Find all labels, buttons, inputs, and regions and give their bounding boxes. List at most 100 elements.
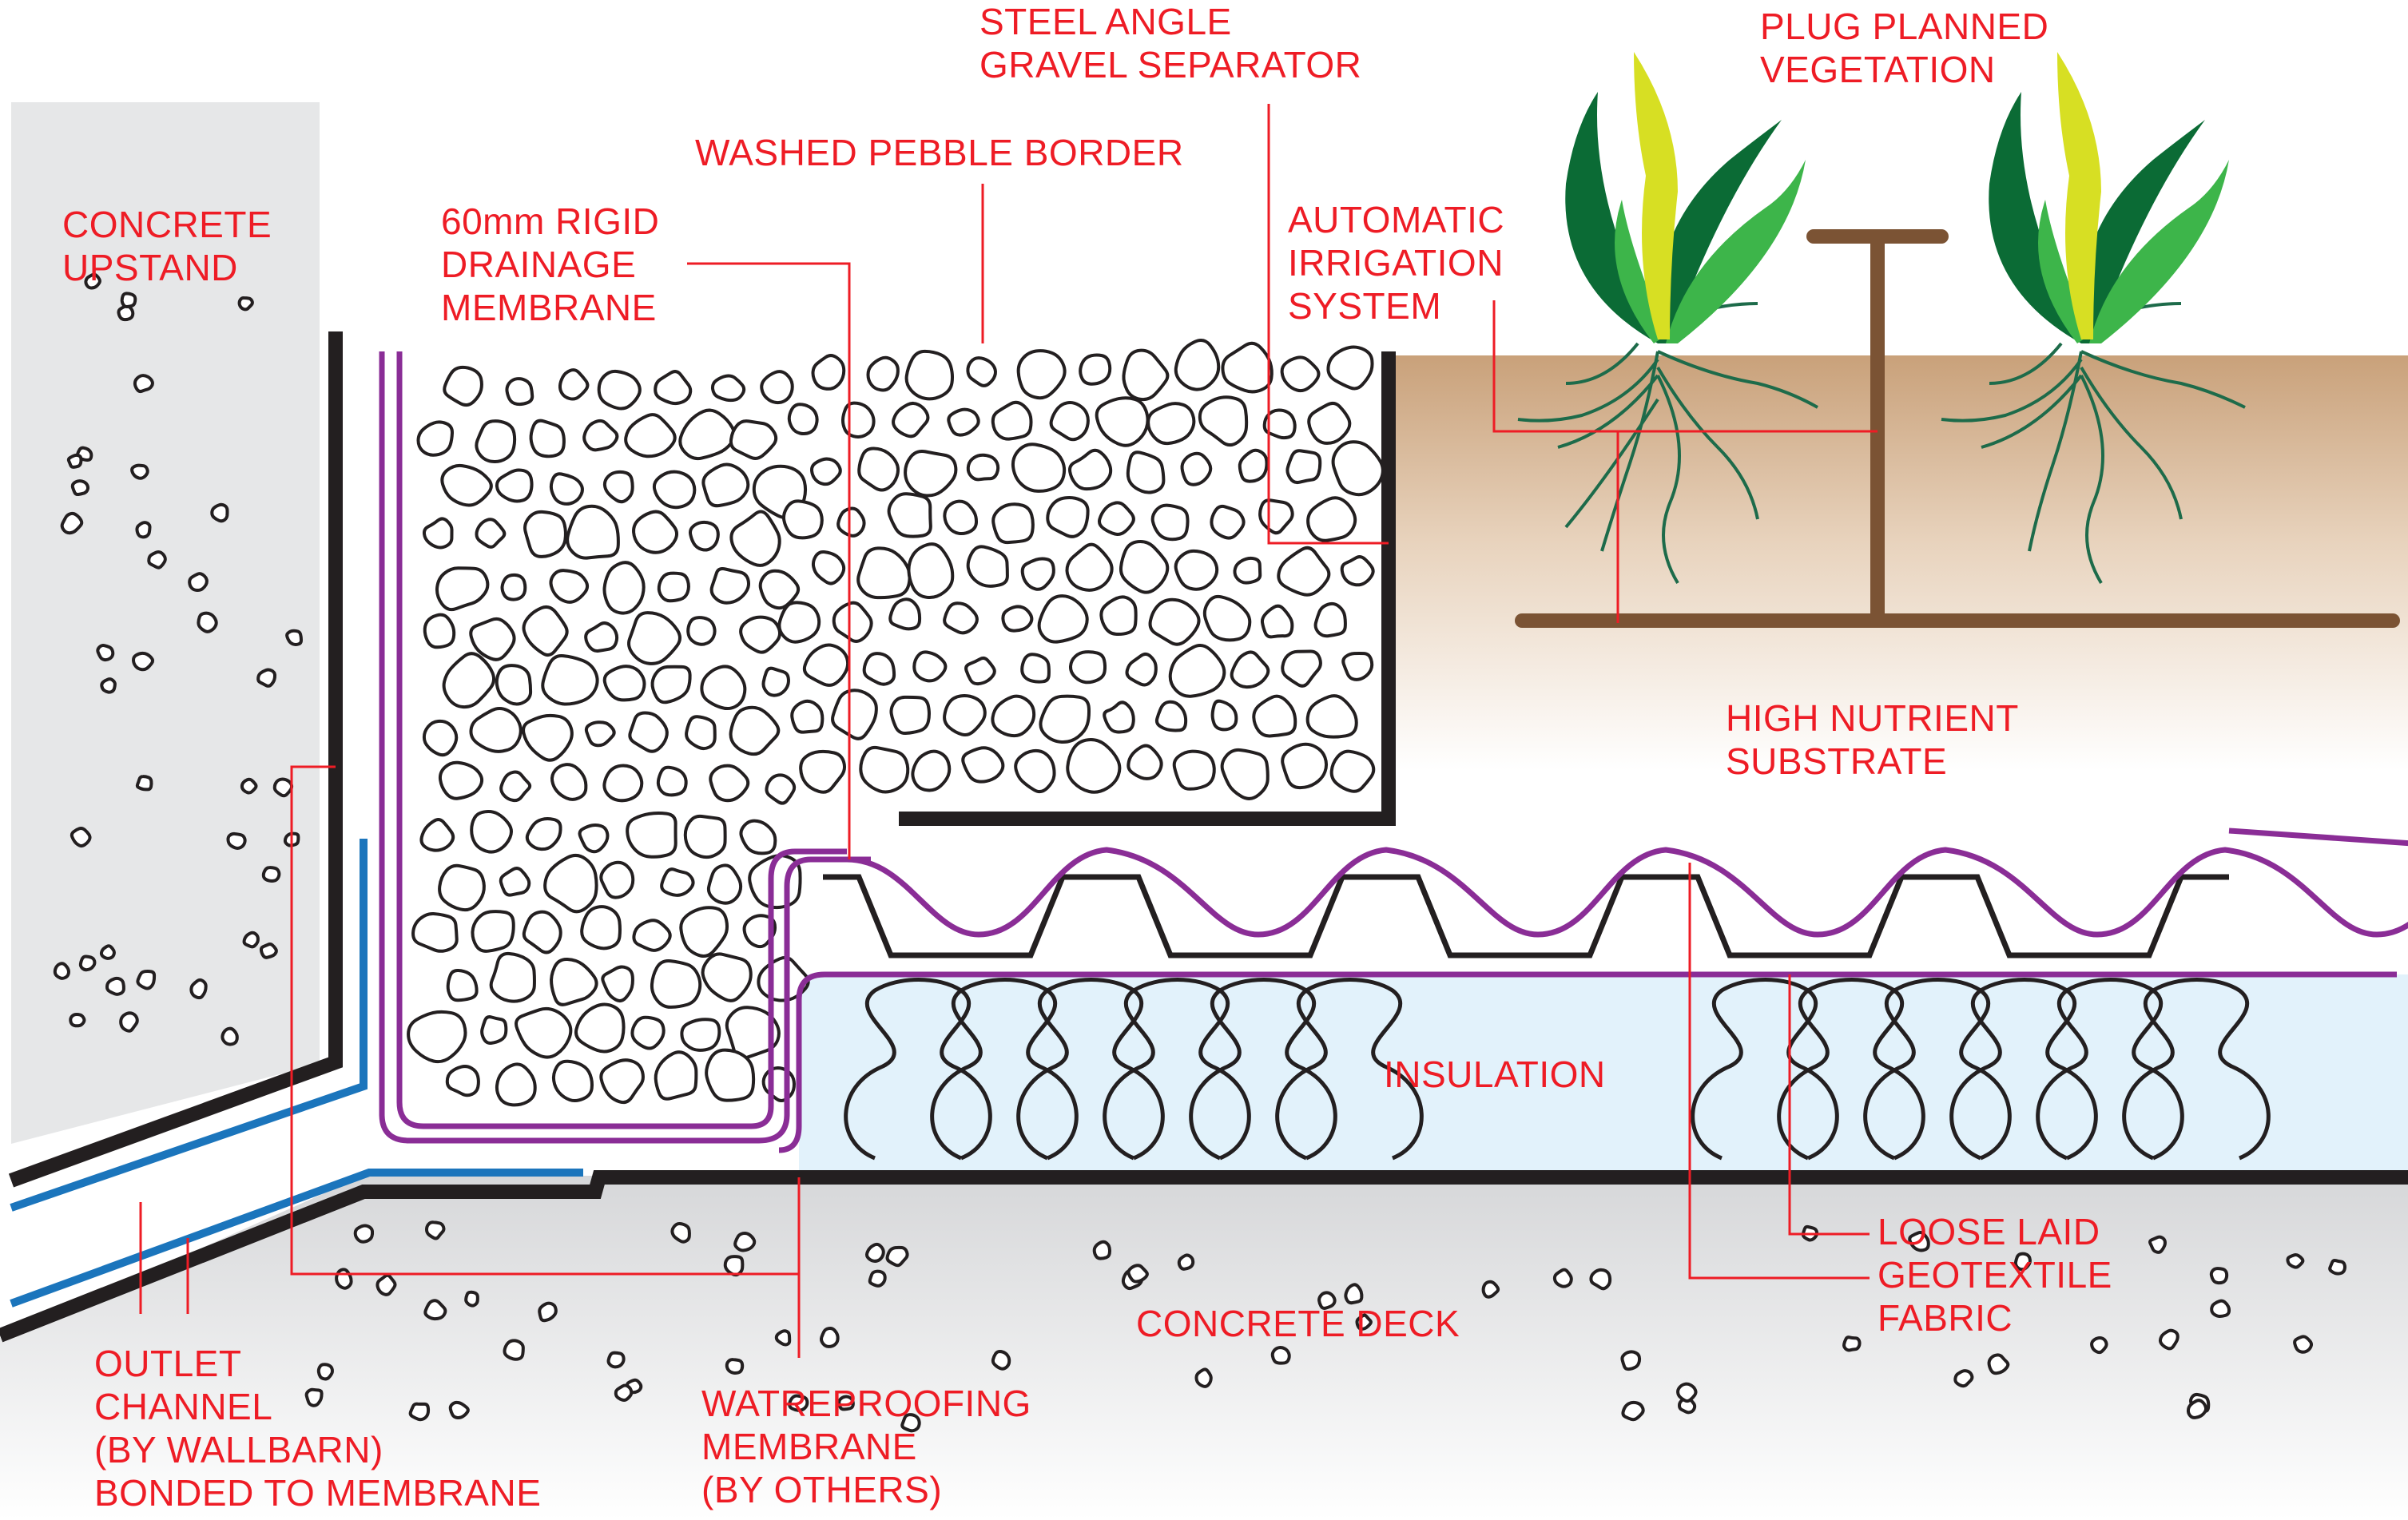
aggregate-speck <box>868 1269 887 1288</box>
aggregate-speck <box>2209 1267 2229 1285</box>
aggregate-speck <box>723 1255 745 1277</box>
aggregate-speck <box>135 521 152 539</box>
pebble <box>505 377 534 407</box>
pebble <box>419 818 455 852</box>
aggregate-speck <box>1177 1253 1195 1271</box>
pebble <box>1127 744 1163 780</box>
pebble <box>1307 401 1352 445</box>
pebble <box>495 664 533 706</box>
pebble <box>499 867 531 897</box>
aggregate-speck <box>820 1327 840 1348</box>
aggregate-speck <box>1953 1369 1974 1388</box>
pebble <box>1277 546 1331 597</box>
pebble <box>599 860 635 899</box>
aggregate-speck <box>84 272 101 290</box>
pebble <box>469 706 523 753</box>
pebble <box>650 665 692 704</box>
aggregate-speck <box>464 1290 479 1308</box>
pebble <box>601 965 634 1003</box>
aggregate-speck <box>725 1358 745 1375</box>
aggregate-speck <box>1092 1240 1112 1260</box>
aggregate-speck <box>261 866 281 883</box>
pebble <box>1210 504 1246 540</box>
pebble <box>1281 742 1329 790</box>
pebble <box>1281 649 1322 688</box>
pebble <box>580 905 622 950</box>
pebble <box>961 746 1005 784</box>
aggregate-speck <box>2328 1259 2346 1276</box>
pebble <box>499 770 532 803</box>
leader-rigid-drainage <box>687 262 851 859</box>
pebble <box>729 510 781 567</box>
pebble <box>1252 694 1297 738</box>
pebble <box>857 446 900 492</box>
pebble <box>831 689 878 740</box>
pebble <box>650 958 702 1009</box>
aggregate-speck <box>304 1387 324 1407</box>
aggregate-speck <box>864 1242 885 1263</box>
aggregate-speck <box>408 1402 431 1422</box>
pebble <box>597 369 642 411</box>
pebble <box>550 957 598 1006</box>
pebble <box>475 419 517 463</box>
aggregate-speck <box>2210 1299 2231 1319</box>
aggregate-speck <box>189 978 208 1000</box>
pebble <box>630 1015 666 1050</box>
pebble <box>566 504 620 560</box>
pebble <box>907 542 955 600</box>
pebble <box>627 611 681 665</box>
aggregate-speck <box>1908 1231 1930 1252</box>
insulation-loop <box>1103 978 1251 1161</box>
pebble <box>445 1065 480 1097</box>
pebble <box>1285 449 1322 485</box>
pebble <box>469 617 516 661</box>
insulation-loop <box>1275 978 1424 1161</box>
pebble <box>541 653 599 706</box>
aggregate-speck <box>335 1268 353 1290</box>
pebble <box>628 711 669 753</box>
pebble <box>1068 650 1107 685</box>
concrete-aggregate <box>53 272 2346 1433</box>
pebble <box>1011 443 1067 493</box>
pebble <box>602 665 646 702</box>
aggregate-speck <box>53 962 70 980</box>
pebble <box>522 605 569 657</box>
pebble <box>422 719 459 757</box>
pebble <box>802 643 850 687</box>
concrete-deck-area <box>0 1176 2408 1520</box>
aggregate-speck <box>60 511 84 535</box>
pebble <box>1220 748 1270 800</box>
pebble <box>679 906 729 958</box>
pebble <box>435 566 490 612</box>
pebble <box>470 810 513 854</box>
pebble <box>522 910 562 954</box>
outlet-channel-bottom <box>10 1169 583 1308</box>
pebble <box>1095 396 1150 447</box>
pebble <box>1125 652 1158 687</box>
pebble <box>1099 595 1138 637</box>
steel-angle-separator <box>899 351 1396 826</box>
aggregate-speck <box>885 1245 909 1268</box>
aggregate-speck <box>99 944 116 960</box>
aggregate-speck <box>448 1400 470 1420</box>
pebble <box>1305 694 1358 739</box>
aggregate-speck <box>424 1220 446 1240</box>
pebble <box>1238 448 1269 483</box>
pebble <box>584 720 616 748</box>
pebble <box>523 510 567 558</box>
aggregate-speck <box>259 943 278 959</box>
pebble <box>423 613 456 649</box>
outlet-channel-vertical <box>10 839 368 1212</box>
pebble <box>1221 341 1274 394</box>
pebble <box>777 601 821 644</box>
pebble <box>701 952 753 1002</box>
pebble <box>904 449 958 498</box>
aggregate-speck <box>2148 1235 2167 1254</box>
pebble <box>810 457 842 486</box>
pebble <box>1020 653 1051 684</box>
aggregate-speck <box>1552 1268 1573 1288</box>
aggregate-speck <box>130 463 149 480</box>
